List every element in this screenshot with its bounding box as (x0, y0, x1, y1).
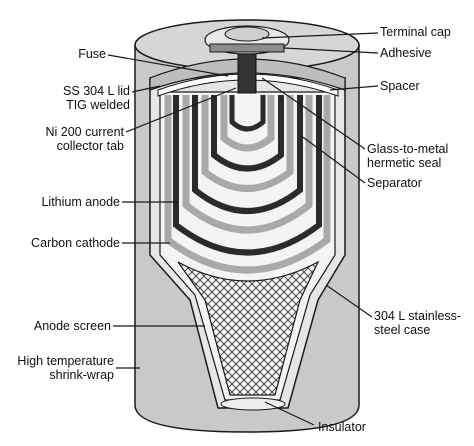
label-adhesive: Adhesive (380, 46, 432, 60)
terminal-post (237, 47, 257, 94)
label-fuse: Fuse (78, 47, 106, 61)
label-terminal-cap: Terminal cap (380, 25, 451, 39)
label-ni-tab: Ni 200 current collector tab (45, 125, 124, 153)
insulator-disc (220, 397, 286, 411)
label-shrink-wrap: High temperature shrink-wrap (17, 354, 114, 382)
electrode-windings (164, 95, 331, 274)
adhesive-layer (209, 43, 285, 53)
label-glass-seal: Glass-to-metal hermetic seal (367, 142, 449, 170)
label-ss-lid: SS 304 L lid TIG welded (63, 84, 130, 112)
leader-lines (107, 32, 379, 426)
lid-plate (149, 58, 346, 91)
label-carbon-cathode: Carbon cathode (31, 236, 120, 250)
label-separator: Separator (367, 176, 422, 190)
label-steel-case: 304 L stainless- steel case (374, 309, 462, 337)
label-spacer: Spacer (380, 79, 420, 93)
spacer-layer (157, 73, 339, 97)
label-anode-screen: Anode screen (33, 319, 111, 333)
label-insulator: Insulator (318, 420, 366, 434)
label-lithium-anode: Lithium anode (41, 195, 120, 209)
terminal-cap-top (224, 26, 270, 42)
anode-screen-mesh (177, 260, 320, 396)
